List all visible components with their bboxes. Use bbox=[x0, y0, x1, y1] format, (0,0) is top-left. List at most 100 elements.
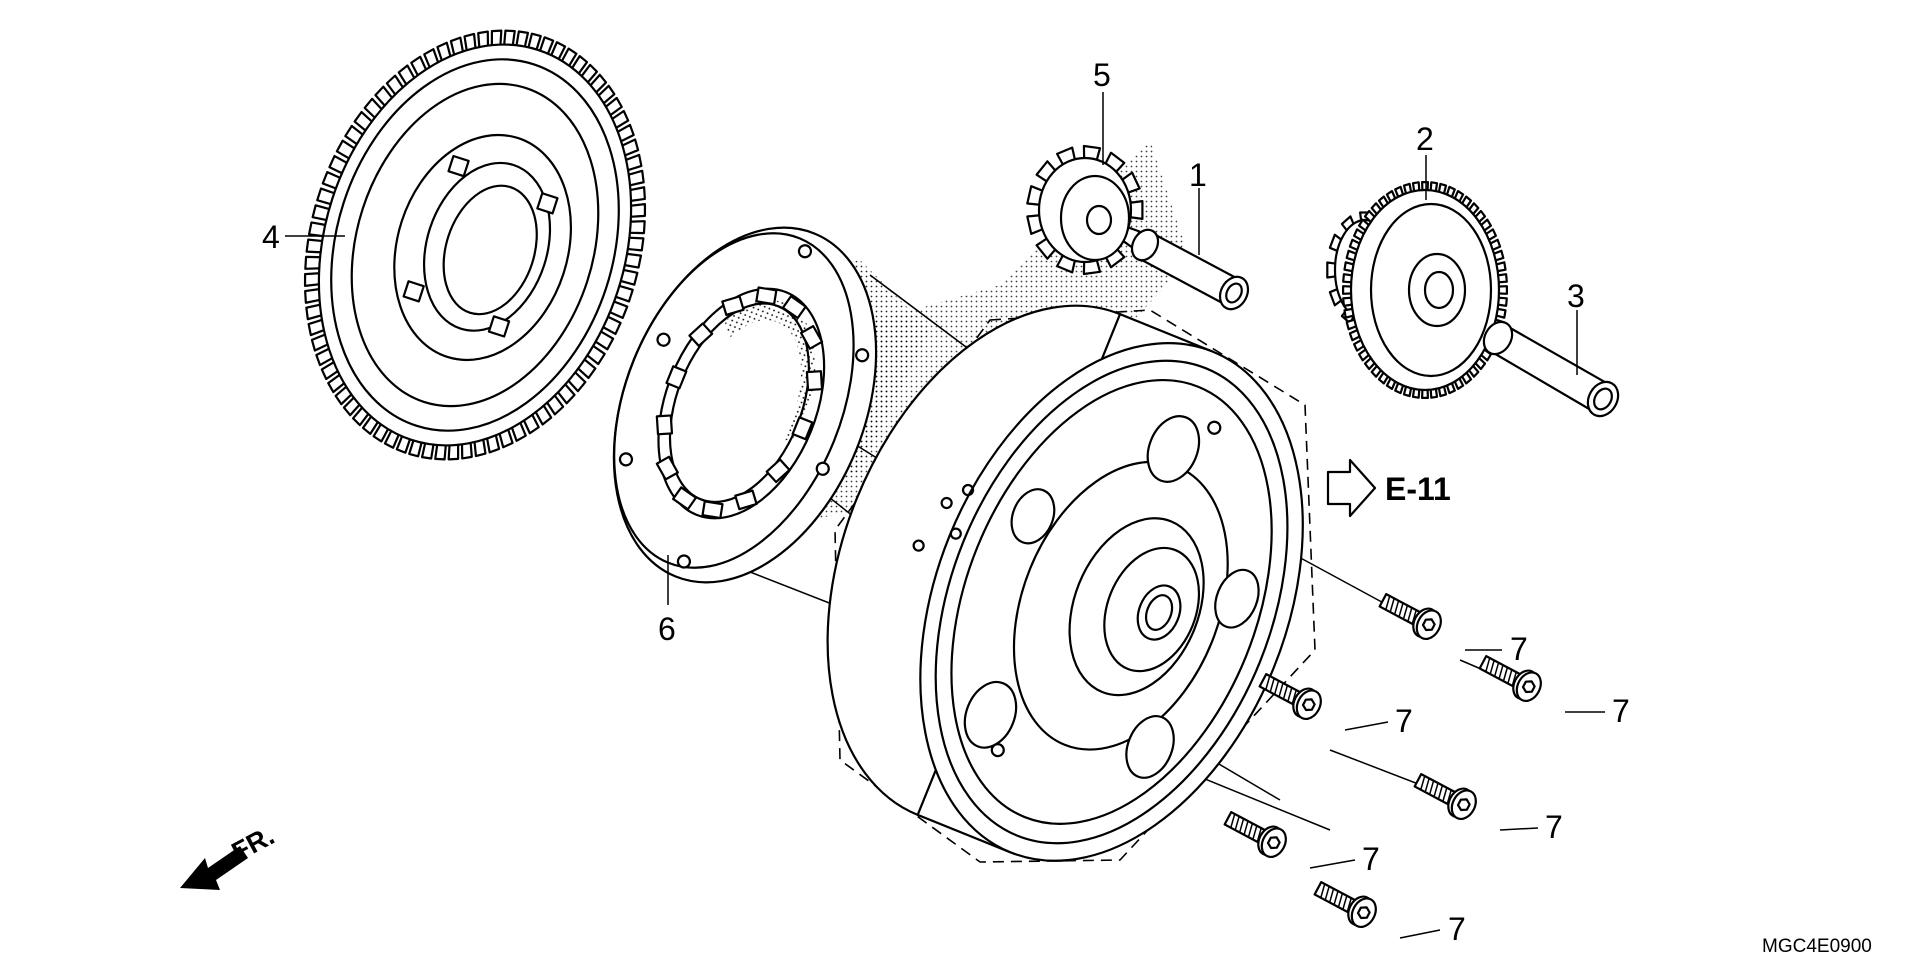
bolt-socket bbox=[1301, 698, 1316, 712]
bolt-thread bbox=[1420, 775, 1426, 790]
clutch-roller bbox=[655, 414, 674, 436]
bolt-thread bbox=[1287, 687, 1293, 702]
bolt-thread bbox=[1234, 816, 1240, 831]
clutch-roller bbox=[672, 486, 698, 511]
callout-2-label: 2 bbox=[1416, 121, 1434, 157]
callout-7-label: 7 bbox=[1545, 809, 1563, 845]
bolt-thread bbox=[1402, 605, 1409, 620]
clutch-roller bbox=[721, 295, 745, 317]
drawing-code: MGC4E0900 bbox=[1762, 936, 1872, 957]
clutch-roller bbox=[791, 416, 814, 441]
clutch-roller bbox=[765, 458, 791, 484]
callout-1: 1 bbox=[1189, 157, 1207, 255]
pin-3 bbox=[1482, 320, 1620, 418]
bolts-7 bbox=[1223, 593, 1605, 939]
bolt-socket bbox=[1356, 906, 1371, 920]
clutch-roller bbox=[781, 295, 807, 320]
pin-1 bbox=[1130, 228, 1250, 311]
bolt-thread bbox=[1320, 883, 1326, 898]
bolt-thread bbox=[1238, 818, 1245, 833]
bolt bbox=[1258, 673, 1322, 721]
bolt-thread bbox=[1493, 662, 1500, 677]
bolt-head-face bbox=[1350, 897, 1377, 929]
bolt-thread bbox=[1269, 678, 1275, 693]
clutch-roller bbox=[755, 286, 778, 306]
bolt-thread bbox=[1498, 664, 1504, 679]
gear-5 bbox=[1026, 144, 1144, 276]
gear-2 bbox=[1326, 181, 1508, 399]
bolt-socket bbox=[1456, 798, 1471, 812]
bolt-head-face bbox=[1450, 789, 1477, 821]
bolt-thread bbox=[1328, 888, 1335, 903]
bolt-thread bbox=[1333, 890, 1339, 905]
bolt-thread bbox=[1442, 787, 1448, 802]
bolt-thread bbox=[1273, 680, 1280, 695]
bolt-thread bbox=[1324, 886, 1330, 901]
flywheel-rotor bbox=[826, 304, 1304, 862]
bolt bbox=[1413, 773, 1477, 821]
bolt-thread bbox=[1337, 893, 1344, 908]
bolt-leader bbox=[1344, 721, 1389, 731]
bolt-socket bbox=[1266, 836, 1281, 850]
gear-4 bbox=[303, 29, 647, 461]
bolt-head-face bbox=[1515, 671, 1542, 703]
reference-label: E-11 bbox=[1385, 471, 1451, 507]
bolt-thread bbox=[1502, 667, 1509, 682]
callout-5: 5 bbox=[1093, 57, 1111, 165]
callout-6-label: 6 bbox=[658, 611, 676, 647]
clutch-roller bbox=[799, 325, 824, 350]
bolt-thread bbox=[1385, 595, 1391, 610]
clutch-roller bbox=[688, 322, 714, 348]
bolt-leader bbox=[1499, 827, 1539, 831]
bolt-leader bbox=[1309, 859, 1356, 869]
clutch-roller bbox=[701, 500, 724, 520]
clutch-roller bbox=[734, 489, 758, 511]
bolt-head-face bbox=[1415, 609, 1442, 641]
bolt-thread bbox=[1507, 669, 1513, 684]
callout-1-label: 1 bbox=[1189, 157, 1207, 193]
callout-3-label: 3 bbox=[1567, 278, 1585, 314]
bolt bbox=[1478, 655, 1542, 703]
front-arrow: FR. bbox=[180, 820, 279, 890]
bolt-thread bbox=[1437, 785, 1444, 800]
bolt-thread bbox=[1393, 600, 1400, 615]
reference-arrow: E-11 bbox=[1326, 458, 1451, 518]
callout-4-label: 4 bbox=[262, 219, 280, 255]
bolt-thread bbox=[1398, 602, 1404, 617]
callout-2: 2 bbox=[1416, 121, 1434, 200]
clutch-roller bbox=[805, 370, 824, 392]
bolt-leader bbox=[1399, 929, 1441, 939]
callout-4: 4 bbox=[262, 219, 345, 255]
bolt-thread bbox=[1428, 780, 1435, 795]
bolt-socket bbox=[1521, 680, 1536, 694]
bolt-thread bbox=[1282, 685, 1289, 700]
bolt-socket bbox=[1421, 618, 1436, 632]
bolt bbox=[1313, 881, 1377, 929]
bolt-thread bbox=[1485, 657, 1491, 672]
bolt-thread bbox=[1247, 823, 1254, 838]
callout-7-label: 7 bbox=[1510, 631, 1528, 667]
callout-7-label: 7 bbox=[1448, 911, 1466, 947]
bolt-thread bbox=[1433, 782, 1439, 797]
bolt-thread bbox=[1342, 895, 1348, 910]
callout-7-label: 7 bbox=[1612, 693, 1630, 729]
bolt-thread bbox=[1230, 813, 1236, 828]
callout-7-label: 7 bbox=[1362, 841, 1380, 877]
bolt bbox=[1223, 811, 1287, 859]
bolt bbox=[1378, 593, 1442, 641]
bolt-head-face bbox=[1260, 827, 1287, 859]
callout-6: 6 bbox=[658, 555, 676, 647]
callout-7-label: 7 bbox=[1395, 703, 1413, 739]
bolt-thread bbox=[1278, 682, 1284, 697]
callout-5-label: 5 bbox=[1093, 57, 1111, 93]
bolt-thread bbox=[1265, 675, 1271, 690]
callout-3: 3 bbox=[1567, 278, 1585, 375]
bolt-head-face bbox=[1295, 689, 1322, 721]
bolt-thread bbox=[1243, 820, 1249, 835]
clutch-roller bbox=[655, 455, 679, 481]
bolt-thread bbox=[1252, 825, 1258, 840]
starter-clutch-6 bbox=[612, 226, 878, 584]
bolt-thread bbox=[1424, 778, 1430, 793]
clutch-roller bbox=[665, 365, 688, 390]
